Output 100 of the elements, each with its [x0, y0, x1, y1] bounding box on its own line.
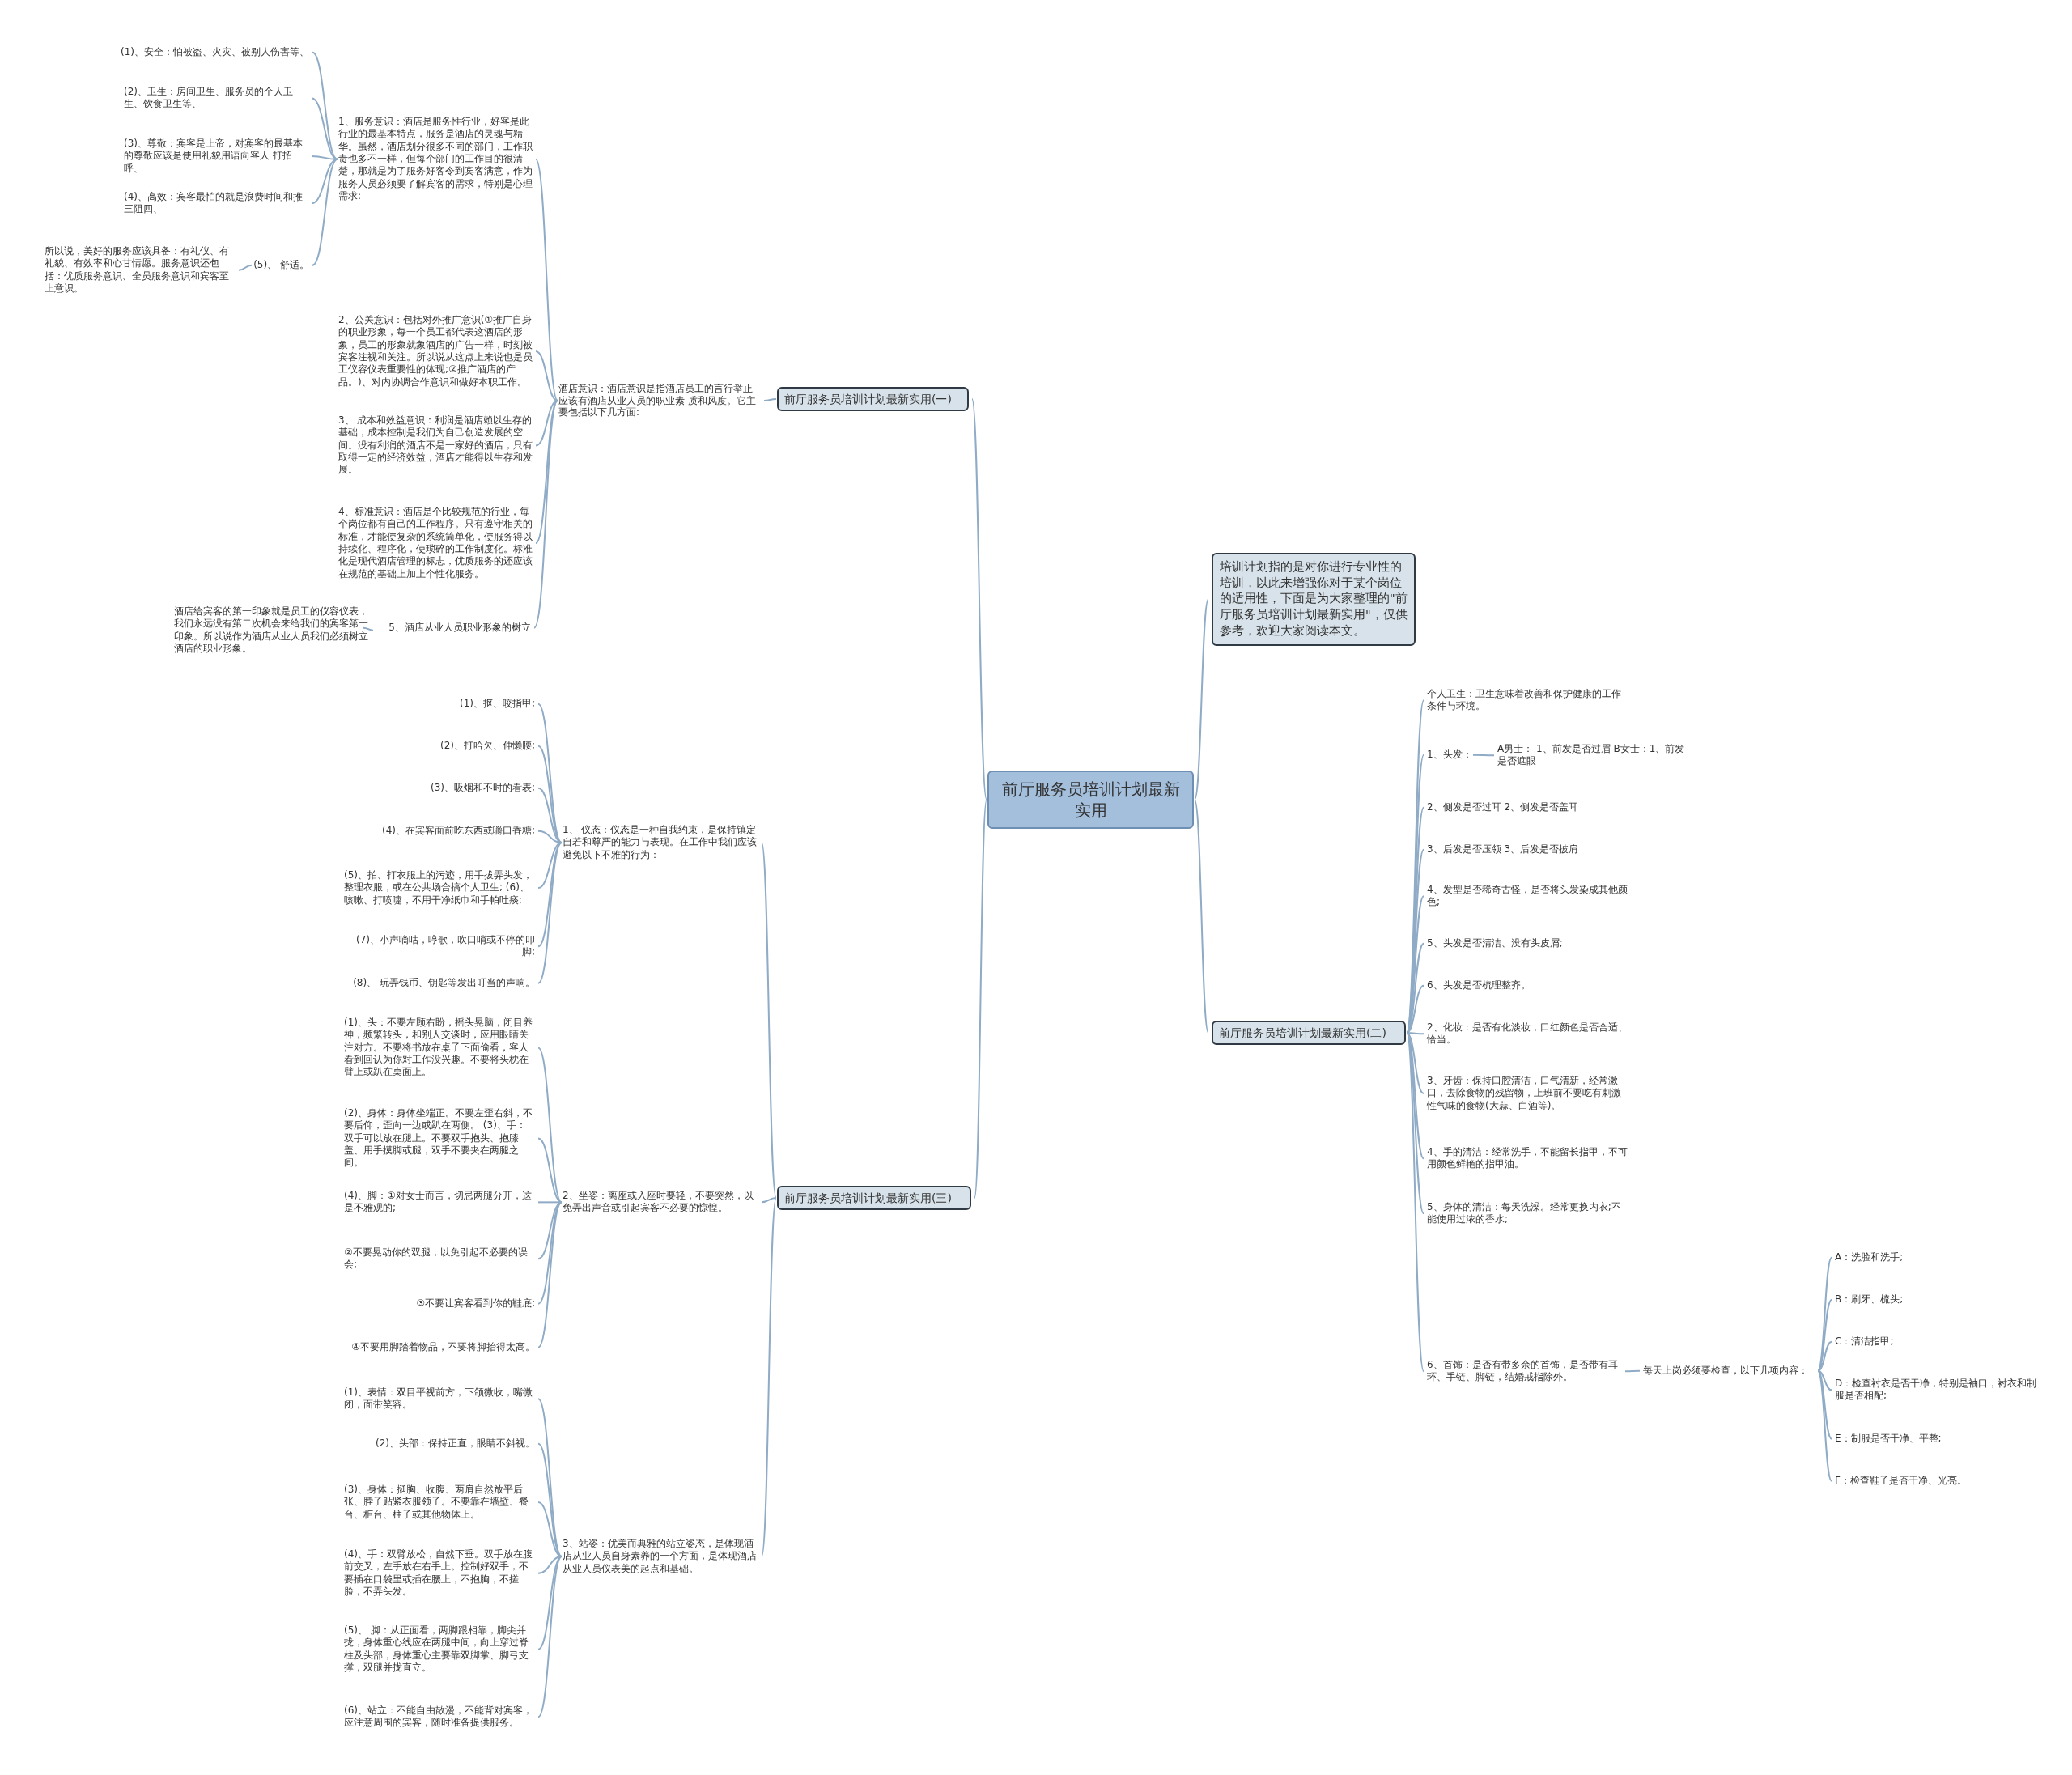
topic-text: (1)、抠、咬指甲; — [344, 698, 535, 711]
connector-line — [363, 626, 374, 631]
connector-line — [537, 1501, 563, 1558]
topic-text: A：洗脸和洗手; — [1835, 1251, 2045, 1264]
topic-text: 2、化妆：是否有化淡妆，口红颜色是否合适、恰当。 — [1427, 1021, 1629, 1047]
connector-line — [537, 1556, 563, 1574]
topic-text: 4、标准意识：酒店是个比较规范的行业，每个岗位都有自己的工作程序。只有遵守相关的标准，才能使复杂的系统简单化，使服务得以持续化、程序化，使琐碎的工作制度化。标准化是现代酒店管理的标志，优质服务的还应该在规范的基础上加上个性化服务。 — [338, 506, 533, 581]
topic-text: 1、 仪态：仪态是一种自我约束，是保持镇定自若和尊严的能力与表现。在工作中我们应该避免以下不雅的行为： — [563, 824, 758, 862]
topic-text: 4、手的清洁：经常洗手，不能留长指甲，不可用颜色鲜艳的指甲油。 — [1427, 1146, 1629, 1171]
topic-text: 5、头发是否清洁、没有头皮屑; — [1427, 937, 1629, 950]
topic-text: 个人卫生：卫生意味着改善和保护健康的工作条件与环境。 — [1427, 688, 1629, 713]
topic-text: (6)、站立：不能自由散漫，不能背对宾客，应注意周围的宾客，随时准备提供服务。 — [344, 1705, 535, 1730]
connector-line — [1817, 1369, 1832, 1440]
connector-line — [1406, 1032, 1424, 1215]
connector-line — [1817, 1369, 1832, 1391]
topic-text: (8)、 玩弄钱币、钥匙等发出叮当的声响。 — [344, 977, 535, 990]
note-box: 培训计划指的是对你进行专业性的培训，以此来增强你对于某个岗位的适用性，下面是为大家整理的"前厅服务员培训计划最新实用"，仅供参考，欢迎大家阅读本文。 — [1212, 553, 1416, 646]
connector-line — [537, 842, 563, 948]
connector-line — [761, 842, 777, 1200]
connector-line — [974, 799, 987, 1200]
topic-text: (5)、 舒适。 — [253, 259, 309, 272]
topic-text: (2)、身体：身体坐端正。不要左歪右斜，不要后仰，歪向一边或趴在两侧。 (3)、手：双手可以放在腿上。不要双手抱头、抱膝盖、用手摸脚或腿，双手不要夹在两腿之间。 — [344, 1107, 535, 1170]
topic-text: 6、首饰：是否有带多余的首饰，是否带有耳环、手链、脚链，结婚戒指除外。 — [1427, 1359, 1624, 1384]
topic-text: 所以说，美好的服务应该具备：有礼仪、有礼貌、有效率和心甘情愿。服务意识还包括：优质服务意识、全员服务意识和宾客至上意识。 — [45, 245, 236, 295]
connector-line — [312, 51, 338, 160]
connector-line — [1406, 1032, 1424, 1373]
topic-text: 1、服务意识：酒店是服务性行业，好客是此行业的最基本特点，服务是酒店的灵魂与精华。虽然，酒店划分很多不同的部门，工作职责也多不一样，但每个部门的工作目的很清楚，那就是为了服务好客令到宾客满意，作为服务人员必须要了解宾客的需求，特别是心理需求: — [338, 116, 533, 203]
topic-text: 4、发型是否稀奇古怪，是否将头发染成其他颜色; — [1427, 884, 1629, 909]
connector-line — [1406, 984, 1424, 1034]
connector-line — [312, 158, 338, 266]
topic-text: (2)、打哈欠、伸懒腰; — [344, 740, 535, 753]
connector-line — [537, 745, 563, 844]
connector-line — [1817, 1340, 1832, 1372]
connector-line — [537, 1047, 563, 1204]
connector-line — [1817, 1298, 1832, 1372]
connector-line — [1406, 1032, 1424, 1095]
topic-text: 3、牙齿：保持口腔清洁，口气清新，经常漱口，去除食物的残留物，上班前不要吃有刺激性气味的食物(大蒜、白酒等)。 — [1427, 1075, 1629, 1113]
connector-line — [537, 1556, 563, 1718]
topic-text: (3)、尊敬：宾客是上帝，对宾客的最基本的尊敬应该是使用礼貌用语向客人 打招呼、 — [124, 138, 308, 176]
topic-text: (2)、头部：保持正直，眼睛不斜视。 — [344, 1437, 535, 1450]
topic-text: (3)、吸烟和不时的看表; — [344, 782, 535, 795]
topic-text: 5、身体的清洁：每天洗澡。经常更换内衣;不能使用过浓的香水; — [1427, 1201, 1629, 1226]
connector-line — [1817, 1369, 1832, 1482]
topic-text: D：检查衬衣是否干净，特别是袖口，衬衣和制服是否相配; — [1835, 1378, 2045, 1403]
topic-text: (4)、在宾客面前吃东西或嚼口香糖; — [344, 825, 535, 838]
connector-line — [537, 1137, 563, 1204]
connector-line — [537, 1201, 563, 1204]
branch-topic-box: 前厅服务员培训计划最新实用(二) — [1212, 1021, 1406, 1046]
topic-text: E：制服是否干净、平整; — [1835, 1433, 2045, 1446]
connector-line — [1194, 799, 1209, 1034]
connector-line — [238, 264, 253, 271]
connector-line — [537, 1442, 563, 1558]
connector-line — [537, 787, 563, 844]
connector-line — [1194, 598, 1209, 800]
topic-text: 3、站姿：优美而典雅的站立姿态，是体现酒店从业人员自身素养的一个方面，是体现酒店从业人员仪表美的起点和基础。 — [563, 1538, 758, 1576]
connector-line — [1624, 1369, 1641, 1373]
connector-line — [535, 400, 558, 447]
topic-text: 3、后发是否压领 3、后发是否披肩 — [1427, 843, 1629, 856]
connector-line — [537, 1201, 563, 1305]
topic-text: (5)、拍、打衣服上的污迹，用手拔弄头发，整理衣服，或在公共场合搞个人卫生; (6)、咳嗽、打喷嚏，不用干净纸巾和手帕吐痰; — [344, 869, 535, 907]
topic-text: 2、坐姿：离座或入座时要轻，不要突然，以免弄出声音或引起宾客不必要的惊惶。 — [563, 1190, 758, 1215]
topic-text: (5)、 脚：从正面看，两脚跟相靠，脚尖并拢，身体重心线应在两腿中间，向上穿过脊柱及头部，身体重心主要靠双脚掌、脚弓支撑，双腿并拢直立。 — [344, 1624, 535, 1675]
connector-line — [535, 350, 558, 402]
connector-line — [533, 400, 558, 629]
topic-text: (4)、脚：①对女士而言，切忌两腿分开，这是不雅观的; — [344, 1190, 535, 1215]
central-topic-box: 前厅服务员培训计划最新实用 — [987, 771, 1194, 829]
connector-line — [1472, 754, 1495, 757]
topic-text: (4)、手：双臂放松，自然下垂。双手放在腹前交叉，左手放在右手上。控制好双手，不要插在口袋里或插在腰上，不抱胸，不搓脸，不弄头发。 — [344, 1548, 535, 1599]
branch-topic-box: 前厅服务员培训计划最新实用(三) — [777, 1186, 971, 1211]
connector-line — [761, 1197, 777, 1558]
topic-text: A男士： 1、前发是否过眉 B女士：1、前发是否遮眼 — [1497, 743, 1692, 768]
topic-text: 3、 成本和效益意识：利润是酒店赖以生存的基础，成本控制是我们为自己创造发展的空间。没有利润的酒店不是一家好的酒店，只有取得一定的经济效益，酒店才能得以生存和发展。 — [338, 414, 533, 477]
topic-text: 1、头发： — [1427, 749, 1472, 762]
topic-text: (2)、卫生：房间卫生、服务员的个人卫生、饮食卫生等、 — [124, 86, 308, 111]
connector-line — [763, 398, 777, 402]
connector-line — [1406, 1032, 1424, 1035]
topic-text: F：检查鞋子是否干净、光亮。 — [1835, 1475, 2045, 1488]
connector-line — [311, 97, 338, 160]
connector-line — [537, 842, 563, 984]
topic-text: (1)、安全：怕被盗、火灾、被别人伤害等、 — [118, 46, 309, 59]
topic-text: (3)、身体：挺胸、收腹、两肩自然放平后张、脖子贴紧衣服领子。不要靠在墙壁、餐台、柜台、柱子或其他物体上。 — [344, 1484, 535, 1522]
connector-line — [535, 158, 558, 402]
topic-text: (7)、小声嘀咕，哼歌，吹口哨或不停的叩脚; — [344, 934, 535, 959]
topic-text: ②不要晃动你的双腿，以免引起不必要的误会; — [344, 1246, 535, 1272]
topic-text: 2、侧发是否过耳 2、侧发是否盖耳 — [1427, 801, 1629, 814]
topic-text: 每天上岗必须要检查，以下几项内容： — [1643, 1365, 1817, 1378]
topic-text: B：刷牙、梳头; — [1835, 1293, 2045, 1306]
topic-text: ③不要让宾客看到你的鞋底; — [344, 1297, 535, 1310]
branch-topic-box: 前厅服务员培训计划最新实用(一) — [777, 387, 969, 412]
topic-text: C：清洁指甲; — [1835, 1335, 2045, 1348]
topic-text: 6、头发是否梳理整齐。 — [1427, 979, 1629, 992]
connector-line — [537, 1556, 563, 1650]
topic-text: 2、公关意识：包括对外推广意识(①推广自身的职业形象，每一个员工都代表这酒店的形象，员工的形象就象酒店的广告一样，时刻被宾客注视和关注。所以说从这点上来说也是员工仪容仪表重要性的体现;②推广酒店的产品。)、对内协调合作意识和做好本职工作。 — [338, 314, 533, 389]
connector-line — [761, 1197, 777, 1204]
topic-text: (1)、头：不要左顾右盼，摇头晃脑，闭目养神，频繁转头，和别人交谈时，应用眼睛关注对方。不要将书放在桌子下面偷看，客人看到回认为你对工作没兴趣。不要将头枕在臂上或趴在桌面上。 — [344, 1017, 535, 1079]
topic-text: (1)、表情：双目平视前方，下颌微收，嘴微闭，面带笑容。 — [344, 1386, 535, 1412]
connector-line — [537, 1201, 563, 1348]
topic-text: ④不要用脚踏着物品，不要将脚抬得太高。 — [344, 1341, 535, 1354]
topic-text: (4)、高效：宾客最怕的就是浪费时间和推三阻四、 — [124, 191, 308, 216]
topic-text: 酒店意识：酒店意识是指酒店员工的言行举止应该有酒店从业人员的职业素 质和风度。它主要包括以下几方面: — [558, 383, 761, 419]
